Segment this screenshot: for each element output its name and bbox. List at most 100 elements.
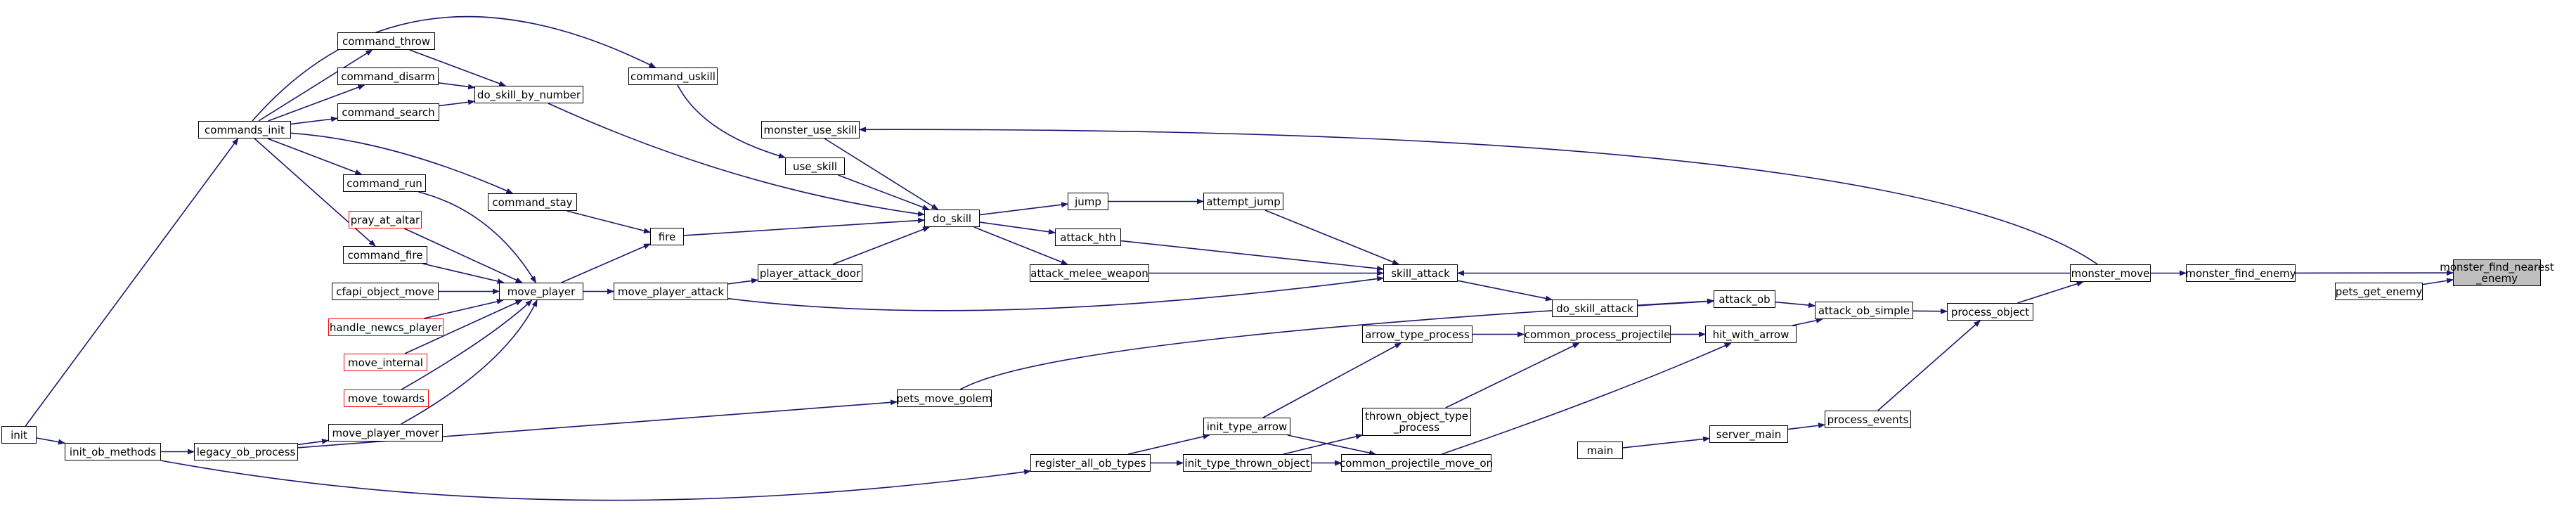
node-jump[interactable]: jump (1068, 193, 1108, 210)
edge-common-projectile-move-on-to-hit-with-arrow (1441, 342, 1732, 455)
node-common-process-projectile[interactable]: common_process_projectile (1524, 326, 1671, 343)
node-do-skill[interactable]: do_skill (924, 210, 980, 227)
edge-skill-attack-to-do-skill-attack (1457, 280, 1553, 302)
call-edges (25, 15, 2454, 501)
node-init[interactable]: init (1, 426, 37, 444)
edge-server-main-to-process-events (1787, 423, 1825, 430)
node-process-object[interactable]: process_object (1947, 303, 2033, 321)
node-player-attack-door[interactable]: player_attack_door (758, 264, 862, 282)
node-attack-ob[interactable]: attack_ob (1714, 290, 1775, 308)
edge-fire-to-do-skill (683, 217, 925, 236)
node-do-skill-by-number[interactable]: do_skill_by_number (474, 86, 583, 103)
node-init-ob-methods[interactable]: init_ob_methods (65, 443, 161, 460)
node-attack-melee-weapon[interactable]: attack_melee_weapon (1030, 264, 1149, 282)
edge-attack-ob-to-attack-ob-simple (1775, 301, 1816, 309)
edge-do-skill-to-attack-melee-weapon (973, 226, 1068, 265)
node-pray-at-altar[interactable]: pray_at_altar (349, 211, 422, 228)
edge-process-events-to-process-object (1877, 320, 1981, 411)
edge-init-type-arrow-to-arrow-type-process (1262, 342, 1402, 418)
edge-monster-use-skill-to-do-skill (824, 138, 939, 210)
edge-command-disarm-to-do-skill-by-number (438, 82, 475, 90)
node-process-events[interactable]: process_events (1825, 411, 1911, 428)
node-move-internal[interactable]: move_internal (344, 354, 427, 371)
edge-use-skill-to-do-skill (838, 174, 930, 210)
node-fire[interactable]: fire (650, 228, 684, 245)
edge-legacy-ob-process-to-move-player-mover (297, 438, 329, 446)
edge-command-stay-to-fire (567, 210, 651, 234)
node-move-player-mover[interactable]: move_player_mover (328, 424, 443, 442)
node-command-disarm[interactable]: command_disarm (337, 67, 439, 85)
node-attack-hth[interactable]: attack_hth (1055, 228, 1121, 246)
node-register-all-ob-types[interactable]: register_all_ob_types (1030, 454, 1151, 472)
edge-do-skill-to-jump (979, 202, 1068, 216)
node-thrown-object-type-process[interactable]: thrown_object_type _process (1362, 408, 1471, 436)
edge-move-player-to-fire (561, 243, 651, 283)
edge-monster-move-to-monster-use-skill (859, 127, 2098, 265)
edge-player-attack-door-to-do-skill (832, 226, 931, 265)
edge-command-run-to-move-player (418, 191, 537, 283)
edge-pets-get-enemy-to-monster-find-nearest-enemy (2422, 278, 2454, 285)
edge-command-uskill-to-use-skill (677, 84, 786, 159)
node-use-skill[interactable]: use_skill (785, 157, 845, 175)
node-legacy-ob-process[interactable]: legacy_ob_process (194, 443, 298, 460)
edge-register-all-ob-types-to-init-type-arrow (1127, 434, 1210, 455)
edge-process-object-to-monster-move (2017, 281, 2084, 304)
edge-main-to-server-main (1622, 436, 1710, 449)
edge-init-type-arrow-to-common-projectile-move-on (1287, 434, 1377, 456)
node-handle-newcs-player[interactable]: handle_newcs_player (328, 318, 444, 336)
edge-commands-init-to-command-fire (254, 138, 376, 247)
edge-do-skill-to-attack-hth (979, 221, 1056, 235)
edge-attack-hth-to-skill-attack (1120, 240, 1384, 271)
node-init-type-arrow[interactable]: init_type_arrow (1203, 418, 1290, 435)
node-attack-ob-simple[interactable]: attack_ob_simple (1815, 302, 1913, 319)
edge-do-skill-by-number-to-do-skill (548, 103, 925, 217)
edge-thrown-object-type-process-to-common-process-projectile (1445, 342, 1580, 408)
edge-init-type-thrown-object-to-thrown-object-type-process (1283, 434, 1363, 455)
edge-command-throw-to-do-skill-by-number (409, 49, 507, 86)
node-do-skill-attack[interactable]: do_skill_attack (1552, 299, 1638, 317)
node-command-throw[interactable]: command_throw (337, 32, 435, 50)
edge-attempt-jump-to-skill-attack (1264, 210, 1400, 265)
node-move-towards[interactable]: move_towards (344, 389, 429, 407)
node-monster-move[interactable]: monster_move (2070, 264, 2151, 282)
edge-move-player-mover-to-move-player (401, 299, 538, 425)
node-command-search[interactable]: command_search (337, 103, 439, 121)
edge-pets-move-golem-to-attack-ob (959, 298, 1714, 390)
edge-commands-init-to-command-stay (290, 132, 514, 194)
node-init-type-thrown-object[interactable]: init_type_thrown_object (1183, 454, 1312, 472)
node-pets-get-enemy[interactable]: pets_get_enemy (2335, 283, 2423, 300)
node-command-stay[interactable]: command_stay (488, 193, 577, 211)
edge-init-to-init-ob-methods (36, 437, 65, 445)
node-skill-attack[interactable]: skill_attack (1383, 264, 1458, 282)
node-move-player-attack[interactable]: move_player_attack (614, 283, 728, 300)
edge-move-player-attack-to-skill-attack (727, 276, 1384, 311)
node-hit-with-arrow[interactable]: hit_with_arrow (1705, 326, 1797, 343)
edge-commands-init-to-command-search (290, 116, 338, 125)
edge-command-fire-to-move-player (422, 263, 505, 284)
edge-command-search-to-do-skill-by-number (439, 99, 475, 107)
edge-commands-init-to-command-run (267, 138, 363, 175)
edge-commands-init-to-command-throw (258, 49, 373, 122)
node-command-run[interactable]: command_run (343, 174, 426, 192)
node-commands-init[interactable]: commands_init (198, 121, 291, 138)
node-common-projectile-move-on[interactable]: common_projectile_move_on (1340, 454, 1493, 472)
edge-move-towards-to-move-player (401, 299, 533, 390)
node-move-player[interactable]: move_player (499, 283, 583, 300)
edge-move-player-attack-to-player-attack-door (727, 278, 758, 285)
edge-hit-with-arrow-to-attack-ob-simple (1792, 317, 1823, 326)
node-main[interactable]: main (1577, 442, 1623, 459)
edge-move-internal-to-move-player (404, 299, 523, 354)
node-attempt-jump[interactable]: attempt_jump (1203, 193, 1283, 210)
node-command-uskill[interactable]: command_uskill (628, 67, 718, 85)
edge-commands-init-to-command-disarm (268, 84, 365, 122)
node-cfapi-object-move[interactable]: cfapi_object_move (332, 283, 439, 300)
node-pets-move-golem[interactable]: pets_move_golem (896, 389, 992, 407)
node-server-main[interactable]: server_main (1709, 425, 1788, 443)
node-arrow-type-process[interactable]: arrow_type_process (1362, 326, 1473, 343)
node-monster-use-skill[interactable]: monster_use_skill (761, 121, 860, 138)
node-command-fire[interactable]: command_fire (343, 246, 427, 264)
edge-pray-at-altar-to-move-player (403, 228, 523, 283)
node-monster-find-nearest-enemy[interactable]: monster_find_nearest _enemy (2440, 259, 2554, 286)
node-monster-find-enemy[interactable]: monster_find_enemy (2185, 264, 2296, 282)
